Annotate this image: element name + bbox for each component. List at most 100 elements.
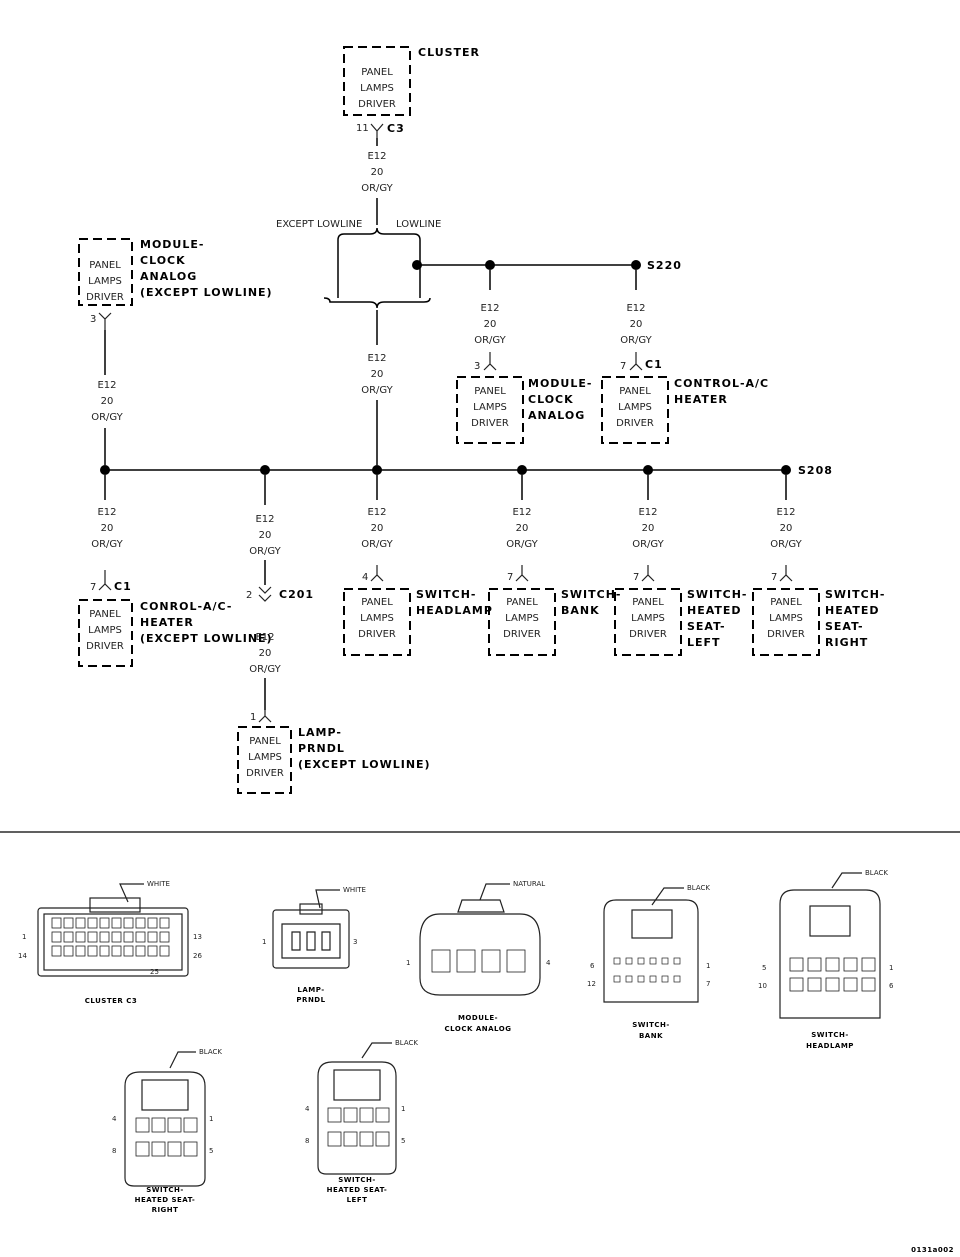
svg-text:E12: E12	[367, 151, 386, 162]
svg-text:DRIVER: DRIVER	[86, 641, 124, 652]
prndl-module: PANEL LAMPS DRIVER LAMP- PRNDL (EXCEPT L…	[237, 726, 431, 794]
cluster-connector: 11 C3	[356, 122, 405, 138]
svg-text:DRIVER: DRIVER	[86, 292, 124, 303]
svg-text:DRIVER: DRIVER	[358, 99, 396, 110]
bank-module: PANEL LAMPS DRIVER SWITCH- BANK	[488, 588, 621, 656]
svg-text:3: 3	[353, 938, 357, 946]
splice-dot	[517, 465, 527, 475]
svg-text:11: 11	[356, 123, 369, 134]
svg-text:7: 7	[633, 572, 639, 583]
svg-text:LEFT: LEFT	[347, 1196, 368, 1204]
svg-text:2: 2	[246, 590, 252, 601]
svg-text:1: 1	[209, 1115, 213, 1123]
svg-text:20: 20	[259, 648, 272, 659]
svg-text:PANEL: PANEL	[361, 597, 393, 608]
splice-dot	[100, 465, 110, 475]
svg-text:4: 4	[305, 1105, 310, 1113]
svg-text:PANEL: PANEL	[632, 597, 664, 608]
svg-text:LEFT: LEFT	[687, 636, 721, 649]
svg-text:CLOCK: CLOCK	[140, 254, 186, 267]
svg-text:LAMPS: LAMPS	[88, 625, 122, 636]
svg-text:PANEL: PANEL	[89, 260, 121, 271]
svg-text:C3: C3	[387, 122, 405, 135]
svg-text:20: 20	[642, 523, 655, 534]
svg-text:HEATER: HEATER	[674, 393, 728, 406]
svg-text:5: 5	[401, 1137, 405, 1145]
svg-text:12: 12	[587, 980, 596, 988]
svg-text:OR/GY: OR/GY	[361, 183, 393, 194]
svg-text:ANALOG: ANALOG	[528, 409, 585, 422]
svg-text:PANEL: PANEL	[89, 609, 121, 620]
svg-text:8: 8	[305, 1137, 309, 1145]
svg-text:7: 7	[771, 572, 777, 583]
svg-text:BLACK: BLACK	[395, 1039, 418, 1047]
svg-text:20: 20	[101, 396, 114, 407]
svg-text:PANEL: PANEL	[770, 597, 802, 608]
svg-text:PANEL: PANEL	[361, 67, 393, 78]
svg-text:20: 20	[371, 167, 384, 178]
svg-text:BLACK: BLACK	[865, 869, 888, 877]
except-lowline-label: EXCEPT LOWLINE	[276, 219, 362, 230]
svg-text:PANEL: PANEL	[506, 597, 538, 608]
svg-text:RIGHT: RIGHT	[825, 636, 868, 649]
svg-text:SEAT-: SEAT-	[825, 620, 864, 633]
svg-text:E12: E12	[97, 507, 116, 518]
svg-text:OR/GY: OR/GY	[91, 539, 123, 550]
svg-text:20: 20	[259, 530, 272, 541]
splice-dot	[485, 260, 495, 270]
svg-text:4: 4	[546, 959, 551, 967]
svg-text:DRIVER: DRIVER	[471, 418, 509, 429]
svg-text:E12: E12	[367, 507, 386, 518]
clock-except-module: PANEL LAMPS DRIVER MODULE- CLOCK ANALOG …	[78, 238, 272, 306]
svg-text:OR/GY: OR/GY	[249, 664, 281, 675]
svg-text:SWITCH-: SWITCH-	[338, 1176, 376, 1184]
connector-seat-right: BLACK 4 8 1 5 SWITCH- HEATED SEAT- RIGHT	[112, 1048, 222, 1214]
svg-text:OR/GY: OR/GY	[91, 412, 123, 423]
svg-text:6: 6	[889, 982, 894, 990]
svg-text:LAMPS: LAMPS	[505, 613, 539, 624]
connector-switch-bank: BLACK 6 12 1 7 SWITCH- BANK	[587, 884, 710, 1040]
svg-text:DRIVER: DRIVER	[767, 629, 805, 640]
lowline-label: LOWLINE	[396, 219, 441, 230]
svg-text:10: 10	[758, 982, 767, 990]
svg-text:20: 20	[371, 523, 384, 534]
svg-text:20: 20	[101, 523, 114, 534]
svg-text:BANK: BANK	[561, 604, 600, 617]
svg-text:(EXCEPT LOWLINE): (EXCEPT LOWLINE)	[140, 632, 273, 645]
svg-text:5: 5	[209, 1147, 213, 1155]
svg-text:C201: C201	[279, 588, 314, 601]
svg-text:CLUSTER C3: CLUSTER C3	[85, 997, 137, 1005]
svg-text:LAMPS: LAMPS	[769, 613, 803, 624]
svg-text:DRIVER: DRIVER	[246, 768, 284, 779]
svg-text:LAMPS: LAMPS	[248, 752, 282, 763]
svg-text:OR/GY: OR/GY	[506, 539, 538, 550]
svg-text:14: 14	[18, 952, 27, 960]
svg-text:20: 20	[780, 523, 793, 534]
svg-text:CLOCK: CLOCK	[528, 393, 574, 406]
branch-bracket: EXCEPT LOWLINE LOWLINE	[276, 219, 441, 309]
svg-text:LAMP-: LAMP-	[298, 726, 342, 739]
svg-text:DRIVER: DRIVER	[616, 418, 654, 429]
svg-text:20: 20	[371, 369, 384, 380]
svg-text:RIGHT: RIGHT	[152, 1206, 179, 1214]
svg-text:SEAT-: SEAT-	[687, 620, 726, 633]
svg-text:1: 1	[262, 938, 266, 946]
svg-text:SWITCH-: SWITCH-	[811, 1031, 849, 1039]
seat-right-module: PANEL LAMPS DRIVER SWITCH- HEATED SEAT- …	[752, 588, 885, 656]
svg-text:E12: E12	[367, 353, 386, 364]
svg-text:OR/GY: OR/GY	[474, 335, 506, 346]
headlamp-module: PANEL LAMPS DRIVER SWITCH- HEADLAMP	[343, 588, 493, 656]
svg-text:BLACK: BLACK	[199, 1048, 222, 1056]
svg-text:(EXCEPT LOWLINE): (EXCEPT LOWLINE)	[298, 758, 431, 771]
svg-text:PRNDL: PRNDL	[298, 742, 345, 755]
svg-text:25: 25	[150, 968, 159, 976]
svg-text:WHITE: WHITE	[147, 880, 170, 888]
svg-text:HEADLAMP: HEADLAMP	[416, 604, 493, 617]
svg-text:BANK: BANK	[639, 1032, 663, 1040]
splice-s220-dot	[631, 260, 641, 270]
svg-text:E12: E12	[626, 303, 645, 314]
svg-text:SWITCH-: SWITCH-	[687, 588, 748, 601]
svg-text:E12: E12	[512, 507, 531, 518]
svg-text:LAMPS: LAMPS	[360, 613, 394, 624]
